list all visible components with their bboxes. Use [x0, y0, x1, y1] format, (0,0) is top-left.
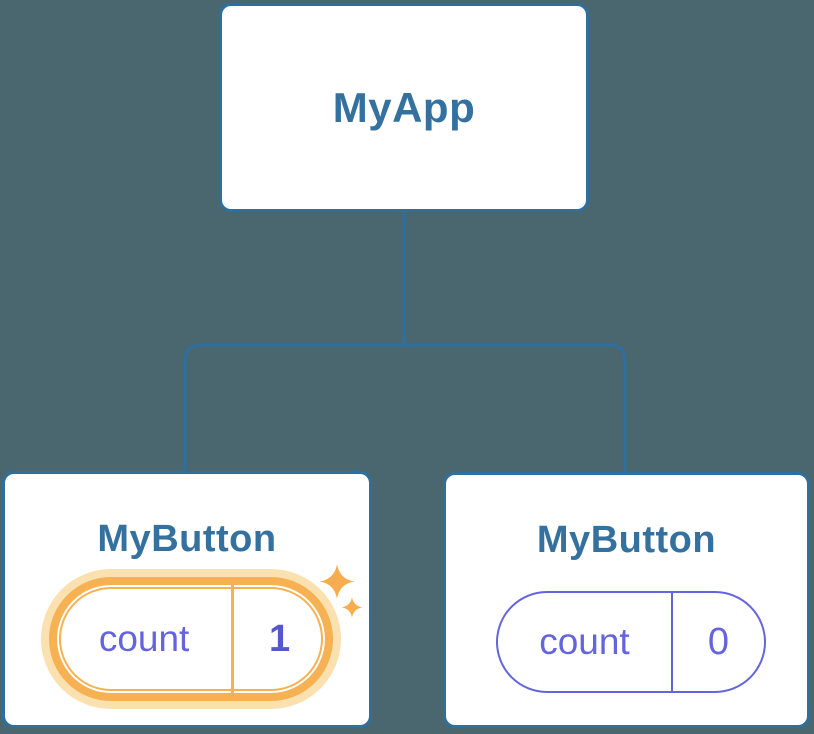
state-name: count	[498, 593, 673, 691]
state-pill: count 0	[496, 591, 766, 693]
node-title: MyApp	[332, 83, 476, 131]
node-title: MyButton	[97, 518, 277, 560]
node-mybutton-right: MyButton count 0	[443, 472, 810, 728]
node-title: MyButton	[536, 519, 717, 561]
state-pill-highlighted: count 1	[49, 577, 333, 701]
state-value: 1	[269, 617, 291, 660]
node-myapp: MyApp	[219, 3, 589, 212]
state-value: 0	[707, 620, 730, 663]
node-mybutton-left: MyButton count 1	[2, 471, 372, 728]
state-name: count	[57, 585, 235, 693]
